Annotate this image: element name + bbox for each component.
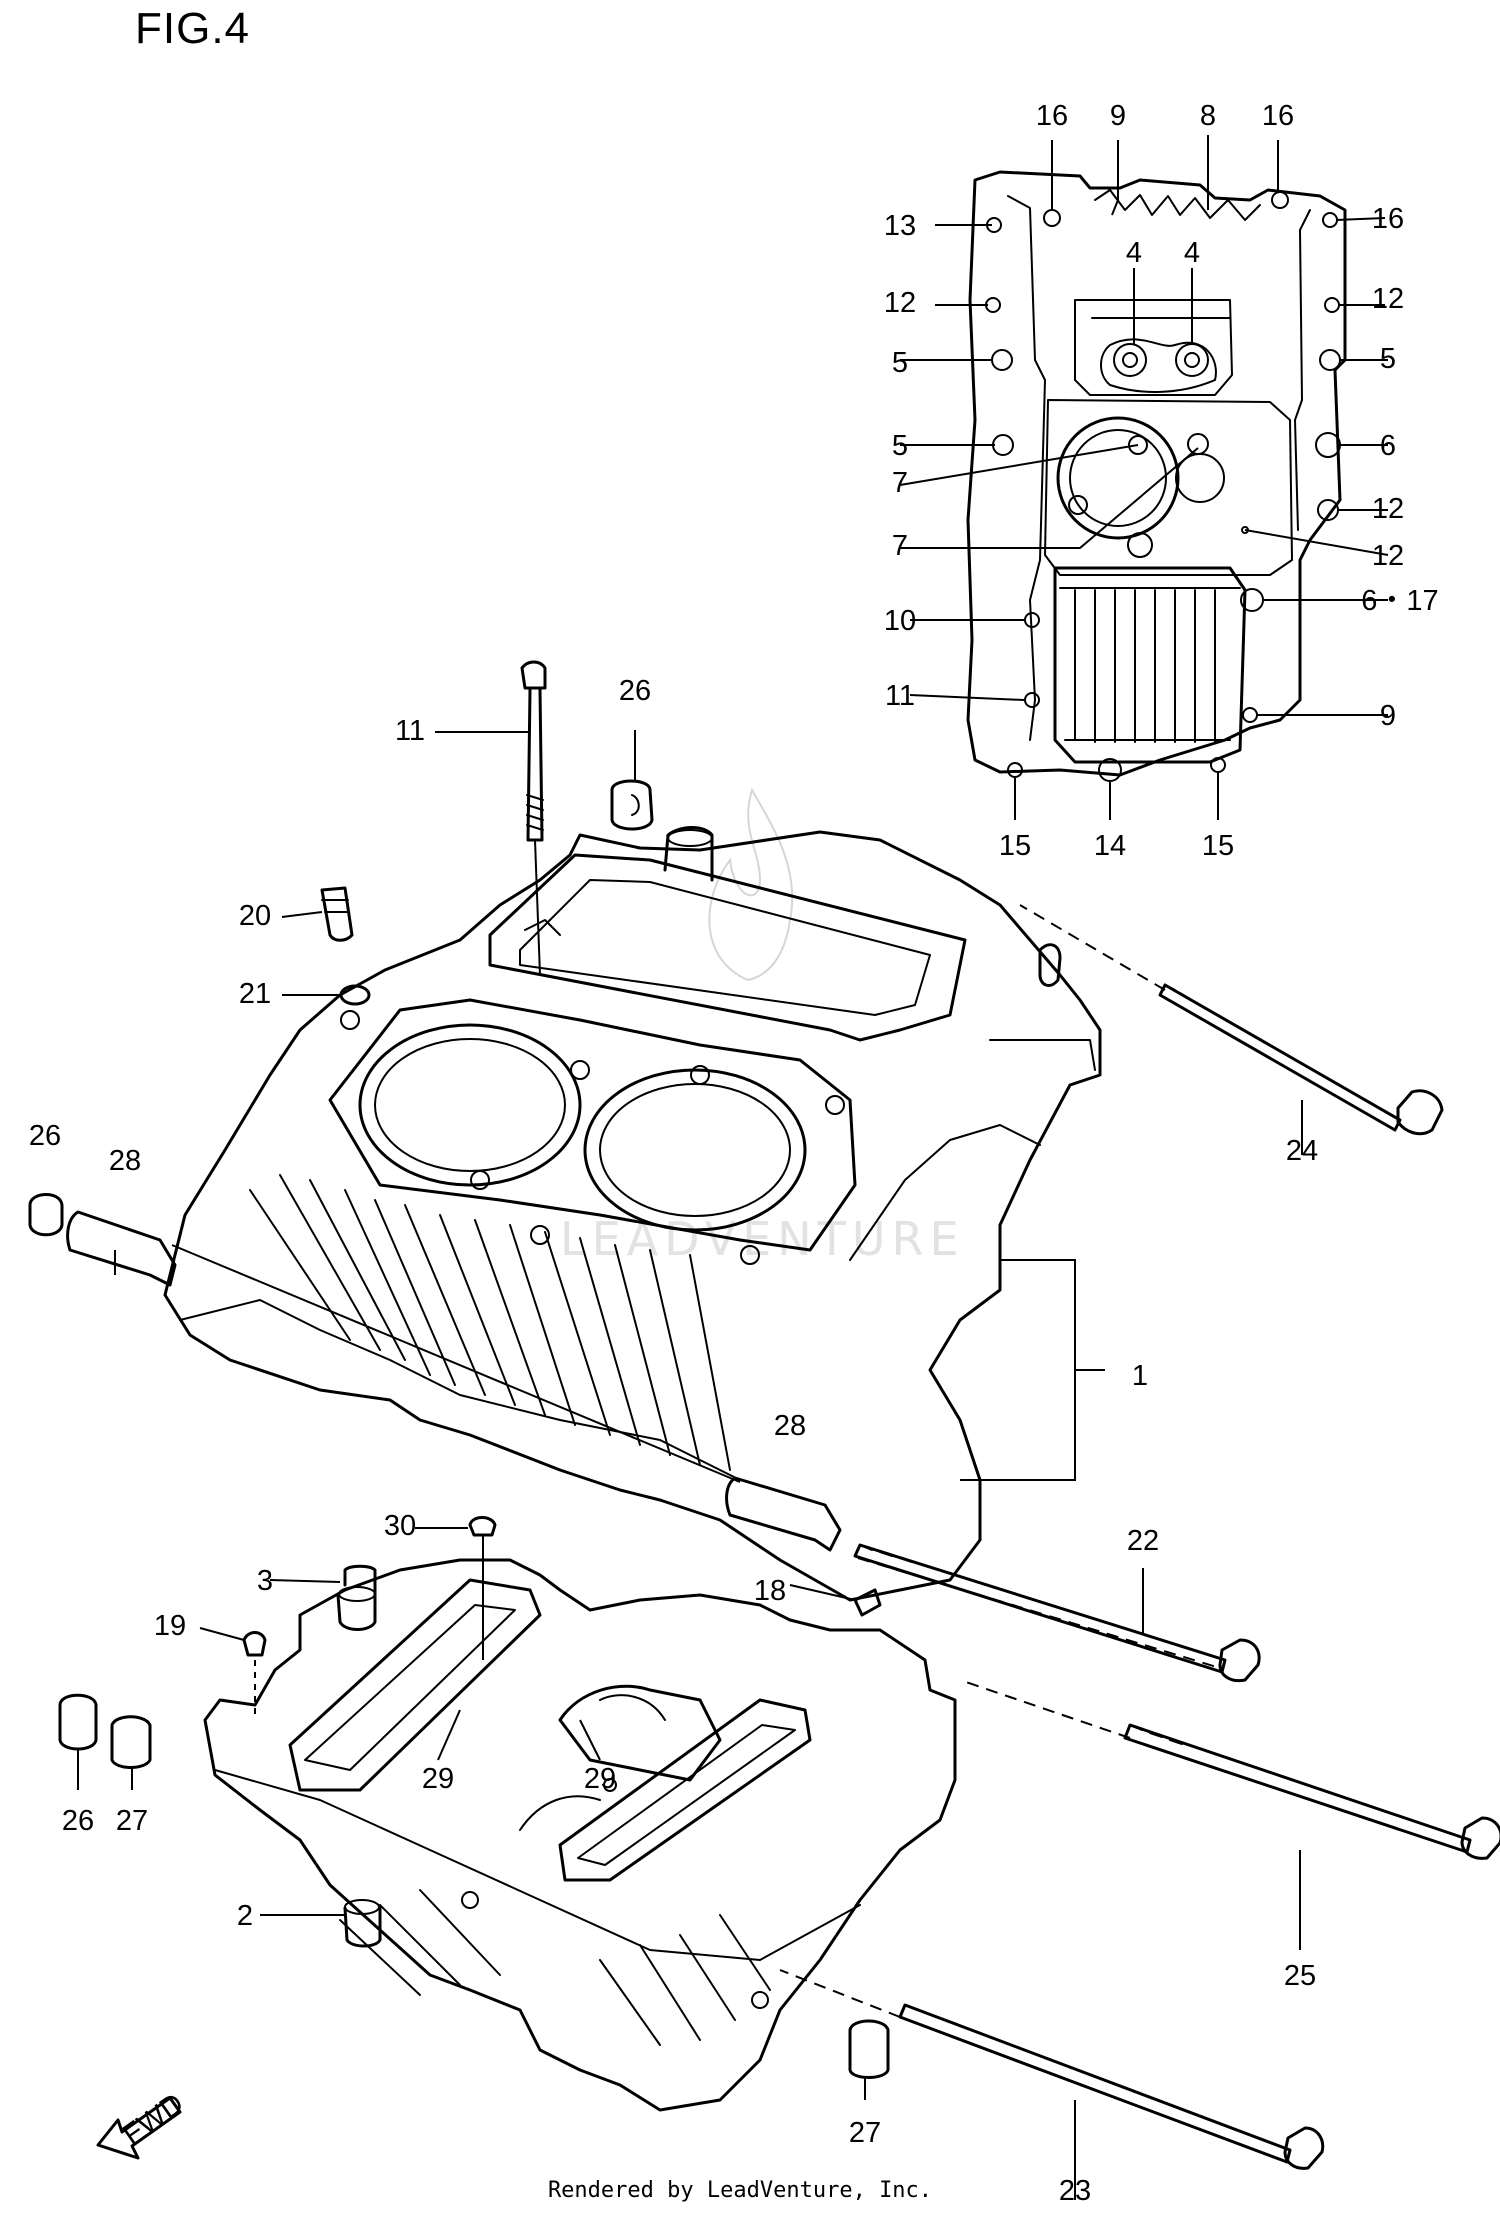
callout-27: 27	[849, 2117, 881, 2149]
callout-4: 4	[1126, 237, 1142, 269]
callout-12: 12	[1372, 283, 1404, 315]
footer-credit: Rendered by LeadVenture, Inc.	[0, 2178, 1500, 2203]
callout-28: 28	[109, 1145, 141, 1177]
callout-16: 16	[1372, 203, 1404, 235]
callout-5: 5	[892, 347, 908, 379]
callout-22: 22	[1127, 1525, 1159, 1557]
oil-pan-assembly	[966, 170, 1347, 782]
callout-7: 7	[892, 467, 908, 499]
callout-26: 26	[29, 1120, 61, 1152]
figure-title: FIG.4	[135, 4, 251, 53]
fwd-label: FWD	[117, 2087, 189, 2151]
callout-12: 12	[1372, 540, 1404, 572]
forward-direction-arrow: FWD	[96, 2087, 190, 2160]
callout-24: 24	[1286, 1135, 1318, 1167]
callout-23: 23	[1059, 2175, 1091, 2207]
callout-13: 13	[884, 210, 916, 242]
callout-2: 2	[237, 1900, 253, 1932]
callout-11: 11	[395, 715, 425, 747]
callout-11: 11	[885, 680, 915, 712]
pan-bolts	[985, 191, 1341, 782]
callout-10: 10	[884, 605, 916, 637]
callout-16: 16	[1262, 100, 1294, 132]
callout-29: 29	[584, 1763, 616, 1795]
callout-26: 26	[619, 675, 651, 707]
callout-1: 1	[1132, 1360, 1148, 1392]
callout-25: 25	[1284, 1960, 1316, 1992]
callout-15: 15	[1202, 830, 1234, 862]
upper-crankcase	[163, 826, 1102, 1602]
callout-26: 26	[62, 1805, 94, 1837]
callout-9: 9	[1380, 700, 1396, 732]
callout-6: 6	[1380, 430, 1396, 462]
callout-14: 14	[1094, 830, 1126, 862]
callout-3: 3	[257, 1565, 273, 1597]
callout-16: 16	[1036, 100, 1068, 132]
callout-12: 12	[884, 287, 916, 319]
fasteners	[28, 660, 1500, 2170]
callout-4: 4	[1184, 237, 1200, 269]
callout-5: 5	[892, 430, 908, 462]
leader-lines	[77, 135, 1389, 2200]
callout-15: 15	[999, 830, 1031, 862]
footer-text: Rendered by LeadVenture, Inc.	[547, 2178, 933, 2203]
callout-6-17: 6・17	[1361, 585, 1438, 617]
callout-28: 28	[774, 1410, 806, 1442]
callout-18: 18	[754, 1575, 786, 1607]
callout-19: 19	[154, 1610, 186, 1642]
callout-5: 5	[1380, 343, 1396, 375]
callout-9: 9	[1110, 100, 1126, 132]
lower-crankcase	[203, 1558, 957, 2112]
callout-30: 30	[384, 1510, 416, 1542]
callout-8: 8	[1200, 100, 1216, 132]
callout-29: 29	[422, 1763, 454, 1795]
callout-7: 7	[892, 530, 908, 562]
callout-27: 27	[116, 1805, 148, 1837]
callout-12: 12	[1372, 493, 1404, 525]
callout-20: 20	[239, 900, 271, 932]
callout-21: 21	[239, 978, 271, 1010]
